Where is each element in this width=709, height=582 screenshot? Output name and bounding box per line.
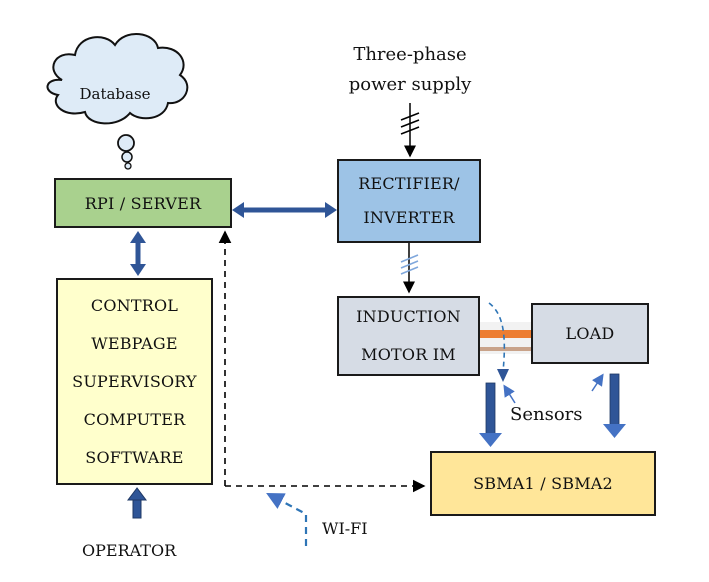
rpi-server-label: RPI / SERVER — [84, 193, 202, 213]
wifi-label: WI-FI — [322, 519, 368, 538]
power-supply-label: Three-phase power supply — [340, 40, 480, 100]
induction-motor-block: INDUCTION MOTOR IM — [337, 296, 480, 376]
power-supply-line2: power supply — [348, 74, 472, 95]
power-supply-line1: Three-phase — [353, 44, 467, 65]
database-cloud-icon — [46, 32, 189, 170]
rectifier-to-motor-arrow — [400, 243, 419, 294]
operator-input-arrow — [127, 487, 147, 519]
load-label: LOAD — [565, 324, 615, 343]
control-software-block: CONTROL WEBPAGE SUPERVISORY COMPUTER SOF… — [56, 278, 213, 485]
sbma-block: SBMA1 / SBMA2 — [430, 451, 656, 516]
database-label: Database — [79, 85, 151, 103]
motor-label-line2: MOTOR IM — [361, 345, 456, 364]
sbma-label: SBMA1 / SBMA2 — [473, 474, 613, 493]
sensor-curve-arrow — [488, 302, 509, 382]
control-line-3: SUPERVISORY — [72, 371, 197, 391]
control-line-4: COMPUTER — [83, 409, 186, 429]
control-line-2: WEBPAGE — [91, 333, 178, 353]
rpi-control-link-arrow — [130, 231, 146, 276]
rectifier-inverter-block: RECTIFIER/ INVERTER — [337, 159, 481, 243]
wifi-signal-arrow — [266, 492, 308, 546]
rectifier-label-line2: INVERTER — [363, 208, 455, 227]
operator-label: OPERATOR — [82, 541, 177, 560]
load-to-sbma-arrow — [603, 373, 626, 438]
sensor-pointer-arrows — [503, 373, 604, 404]
motor-label-line1: INDUCTION — [356, 307, 461, 326]
control-line-1: CONTROL — [90, 295, 179, 315]
load-block: LOAD — [531, 303, 649, 364]
rectifier-label-line1: RECTIFIER/ — [358, 174, 460, 193]
control-line-5: SOFTWARE — [85, 447, 184, 467]
three-phase-input-arrow — [400, 103, 420, 158]
motor-to-sbma-arrow — [479, 382, 502, 447]
wireless-dashed-link — [218, 230, 426, 493]
rpi-rectifier-link-arrow — [232, 202, 337, 218]
sensors-label: Sensors — [510, 404, 583, 425]
motor-load-shaft — [480, 322, 531, 354]
rpi-server-block: RPI / SERVER — [54, 178, 232, 228]
